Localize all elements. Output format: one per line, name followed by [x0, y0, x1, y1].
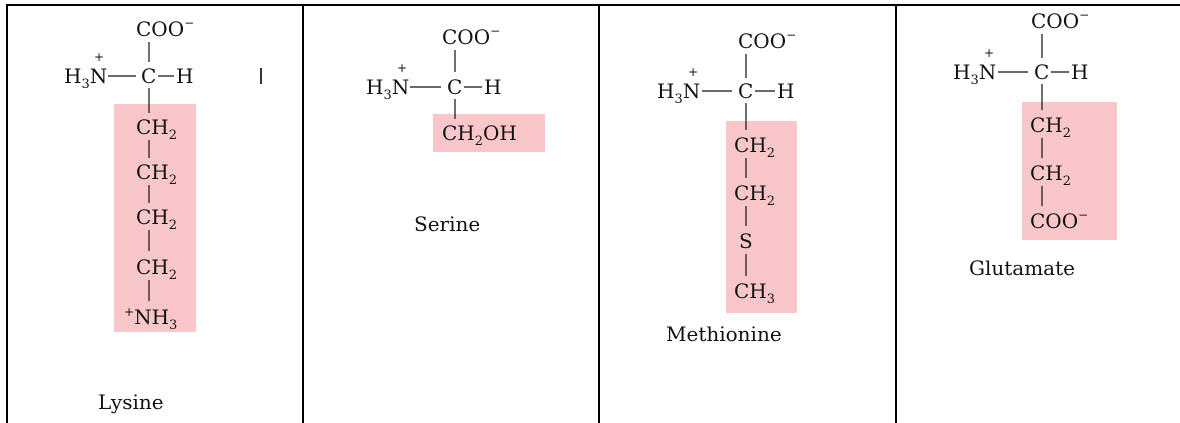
alpha-hydrogen: H [484, 75, 501, 99]
side-chain-group-3: CH2 [136, 205, 177, 233]
side-chain-group-3: COO− [1030, 208, 1088, 233]
side-chain-group-1: CH2 [734, 133, 775, 161]
lysine-structure: COO− H3N + C H CH2 CH2 CH2 CH2 +NH3 [64, 16, 196, 333]
column-divider-1 [302, 5, 304, 423]
amino-acid-name: Glutamate [969, 256, 1075, 280]
cell-glutamate: COO− H3N + C H CH2 CH2 COO− Glutamate [897, 6, 1180, 423]
alpha-carbon: C [738, 79, 753, 103]
glutamate-structure: COO− H3N + C H CH2 CH2 COO− [953, 8, 1117, 240]
side-chain-highlight [726, 121, 797, 313]
stray-mark [260, 68, 262, 84]
side-chain-highlight [433, 114, 545, 152]
amino-group: H3N [366, 75, 409, 103]
carboxylate-group: COO− [136, 16, 194, 41]
side-chain-group-1: CH2 [1030, 113, 1071, 141]
column-divider-3 [895, 5, 897, 423]
cell-lysine: COO− H3N + C H CH2 CH2 CH2 CH2 +NH3 Lysi… [8, 6, 302, 423]
amino-charge: + [397, 61, 407, 75]
table-left-border [6, 5, 8, 423]
alpha-hydrogen: H [777, 79, 794, 103]
side-chain-group-3: S [739, 229, 753, 253]
side-chain-group-4: CH3 [734, 279, 775, 307]
cell-serine: COO− H3N + C H CH2OH Serine [304, 6, 598, 423]
alpha-carbon: C [141, 64, 156, 88]
carboxylate-group: COO− [442, 24, 500, 49]
amino-acid-name: Serine [414, 212, 481, 236]
alpha-carbon: C [1034, 60, 1049, 84]
side-chain-group-5: +NH3 [124, 305, 177, 333]
page-top-margin [0, 0, 1180, 4]
column-divider-2 [598, 5, 600, 423]
alpha-hydrogen: H [1071, 60, 1088, 84]
alpha-hydrogen: H [176, 64, 193, 88]
side-chain-highlight [114, 104, 196, 332]
carboxylate-group: COO− [738, 28, 796, 53]
side-chain-group-2: CH2 [734, 181, 775, 209]
side-chain-group-1: CH2OH [442, 121, 517, 149]
carboxylate-group: COO− [1031, 8, 1089, 33]
cell-methionine: COO− H3N + C H CH2 CH2 S CH3 Methionine [600, 6, 895, 423]
methionine-structure: COO− H3N + C H CH2 CH2 S CH3 [657, 28, 797, 313]
amino-charge: + [94, 50, 104, 64]
table-top-border [6, 4, 1180, 6]
amino-acid-name: Lysine [98, 390, 164, 414]
side-chain-group-2: CH2 [1030, 161, 1071, 189]
alpha-carbon: C [447, 75, 462, 99]
amino-group: H3N [657, 79, 700, 107]
amino-group: H3N [953, 60, 996, 88]
serine-structure: COO− H3N + C H CH2OH [366, 24, 545, 152]
amino-acid-name: Methionine [666, 322, 782, 346]
amino-charge: + [688, 65, 698, 79]
amino-charge: + [984, 46, 994, 60]
side-chain-group-2: CH2 [136, 160, 177, 188]
amino-group: H3N [64, 64, 107, 92]
side-chain-highlight [1022, 102, 1117, 240]
side-chain-group-1: CH2 [136, 115, 177, 143]
side-chain-group-4: CH2 [136, 255, 177, 283]
